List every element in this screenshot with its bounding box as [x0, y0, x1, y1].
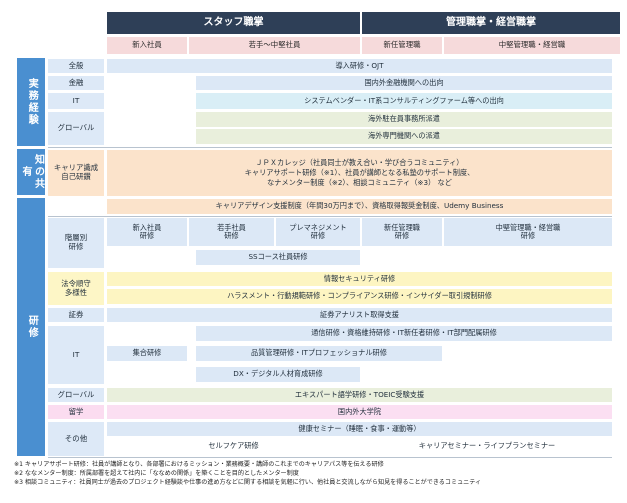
row-label-securities: 証券 — [48, 308, 104, 322]
bar-quality-it-pro: 品質管理研修・ITプロフェッショナル研修 — [196, 346, 442, 361]
bar-selfcare: セルフケア研修 — [107, 439, 360, 454]
footnote-3: ※3 相談コミュニティ：社員同士が過去のプロジェクト経験談や仕事の進め方などに関… — [14, 478, 482, 486]
mentor-text: なナメンター制度（※2）、相談コミュニティ（※3） など — [267, 177, 452, 187]
bar-finance-secondment: 国内外金融機関への出向 — [196, 76, 612, 90]
tier-new-hire: 新入社員 研修 — [107, 218, 187, 246]
header-management: 管理職掌・経営職掌 — [362, 12, 620, 34]
tier-mid-manager: 中堅管理職・経営職 研修 — [444, 218, 612, 246]
bar-ss-course: SSコース社員研修 — [196, 250, 360, 265]
bar-it-training-1: 通信研修・資格維持研修・IT新任者研修・IT部門配属研修 — [196, 326, 612, 341]
tier-pre-management: プレマネジメント 研修 — [276, 218, 360, 246]
divider-line — [48, 216, 612, 217]
bar-graduate-school: 国内外大学院 — [107, 405, 612, 419]
row-label-global-training: グローバル — [48, 388, 104, 402]
jpx-college-text: ＪＰＸカレッジ（社員同士が教え合い・学び合うコミュニティ） — [255, 158, 464, 168]
header-new-hire: 新入社員 — [107, 37, 187, 54]
bar-group-training: 集合研修 — [107, 346, 187, 361]
row-label-general: 全般 — [48, 59, 104, 73]
divider-line — [48, 147, 612, 148]
bar-health-seminar: 健康セミナー（睡眠・食事・運動等） — [107, 422, 612, 436]
header-mid-manager: 中堅管理職・経営職 — [444, 37, 620, 54]
bar-language-toeic: エキスパート語学研修・TOEIC受験支援 — [107, 388, 612, 402]
bar-career-seminar: キャリアセミナー・ライフプランセミナー — [362, 439, 612, 454]
bar-it-secondment: システムベンダー・IT系コンサルティングファーム等への出向 — [196, 93, 612, 109]
footnote-2: ※2 ななメンター制度：所属部署を超えて社内に「ななめの関係」を築くことを目的と… — [14, 469, 299, 477]
row-label-it-training: IT — [48, 326, 104, 384]
bar-overseas-office: 海外駐在員事務所派遣 — [196, 112, 612, 127]
tier-new-manager: 新任管理職 研修 — [362, 218, 442, 246]
header-new-manager: 新任管理職 — [362, 37, 442, 54]
bar-harassment: ハラスメント・行動規範研修・コンプライアンス研修・インサイダー取引規制研修 — [107, 289, 612, 304]
bar-securities-analyst: 証券アナリスト取得支援 — [107, 308, 612, 322]
section-training: 研修 — [17, 198, 45, 456]
tier-young: 若手社員 研修 — [189, 218, 274, 246]
knowledge-box: ＪＰＸカレッジ（社員同士が教え合い・学び合うコミュニティ） キャリアサポート研修… — [107, 150, 612, 196]
row-label-finance: 金融 — [48, 76, 104, 90]
bar-infosec: 情報セキュリティ研修 — [107, 272, 612, 286]
bar-overseas-institution: 海外専門機関への派遣 — [196, 129, 612, 144]
bar-dx-training: DX・デジタル人材育成研修 — [196, 367, 360, 382]
header-young-mid: 若手～中堅社員 — [189, 37, 360, 54]
career-support-text: キャリアサポート研修（※1）、社員が講師となる私塾のサポート制度、 — [244, 168, 475, 178]
footnote-1: ※1 キャリアサポート研修：社員が講師となり、各部署におけるミッション・業務概要… — [14, 461, 384, 468]
header-staff: スタッフ職掌 — [107, 12, 360, 34]
bar-career-design: キャリアデザイン支援制度（年間30万円まで）、資格取得報奨金制度、Udemy B… — [107, 199, 612, 214]
bar-intro-ojt: 導入研修・OJT — [107, 59, 612, 73]
divider-line — [48, 457, 612, 458]
row-label-career: キャリア識成 自己研鑽 — [48, 150, 104, 196]
row-label-study: 留学 — [48, 405, 104, 419]
row-label-other: その他 — [48, 422, 104, 456]
section-practical: 実務経験 — [17, 58, 45, 146]
row-label-tier: 階層別 研修 — [48, 218, 104, 268]
footnotes: ※1 キャリアサポート研修：社員が講師となり、各部署におけるミッション・業務概要… — [14, 461, 614, 487]
row-label-it: IT — [48, 93, 104, 109]
row-label-compliance: 法令順守 多様性 — [48, 272, 104, 305]
section-knowledge: 知の共有 — [17, 149, 45, 195]
row-label-global: グローバル — [48, 112, 104, 145]
